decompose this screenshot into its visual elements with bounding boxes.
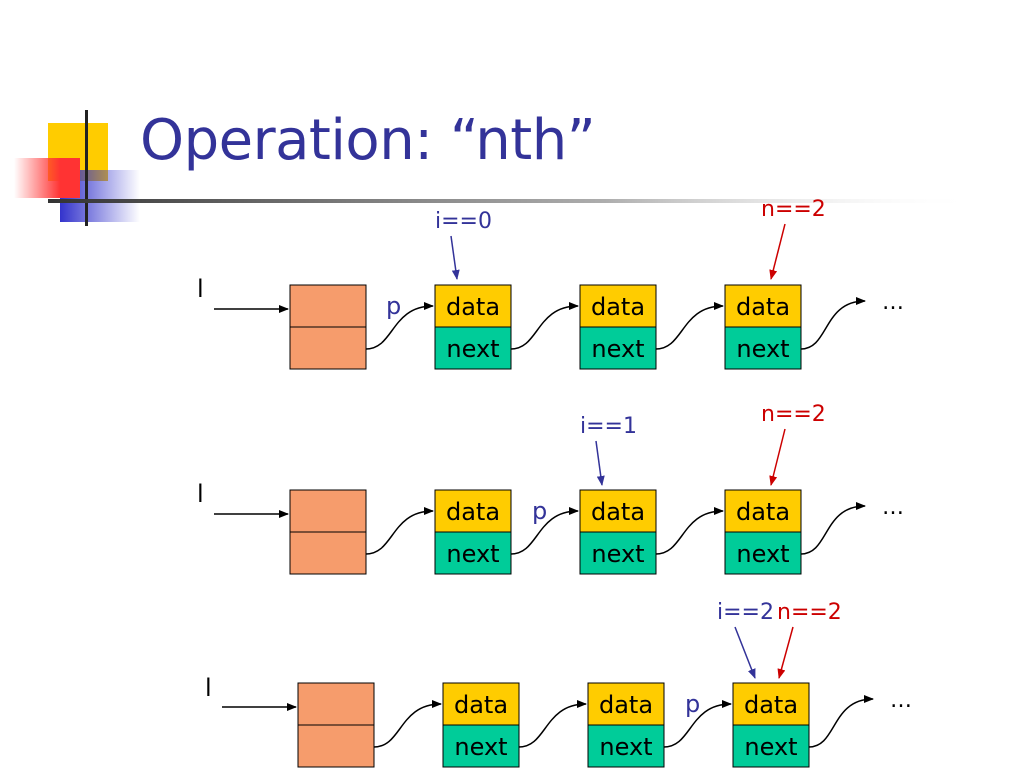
next-pointer-arrow: [510, 302, 579, 350]
header-to-node-arrow: [373, 700, 442, 748]
title-decoration: [14, 110, 978, 226]
header-cell-top: [289, 284, 367, 328]
node-data-label: data: [736, 498, 790, 526]
index-i-arrow: [734, 626, 756, 679]
node-next-cell: [579, 326, 657, 370]
pointer-p-label: p: [532, 497, 547, 525]
list-label: l: [205, 674, 212, 702]
header-cell-bottom: [289, 326, 367, 370]
node-next-cell: [587, 724, 665, 768]
node-data-label: data: [454, 691, 508, 719]
node-data-label: data: [599, 691, 653, 719]
next-pointer-arrow: [808, 695, 874, 748]
node-next-cell: [732, 724, 810, 768]
node-data-label: data: [591, 498, 645, 526]
node-next-label: next: [446, 540, 499, 568]
node-next-cell: [434, 531, 512, 575]
node-next-label: next: [744, 733, 797, 761]
pointer-p-label: p: [386, 292, 401, 320]
pointer-p-label: p: [685, 690, 700, 718]
node-next-cell: [579, 531, 657, 575]
list-label: l: [197, 480, 204, 508]
node-data-cell: [442, 682, 520, 726]
continuation-ellipsis: …: [882, 495, 904, 520]
index-i-arrow: [595, 440, 605, 486]
n-target-arrow: [769, 428, 786, 486]
header-cell-top: [297, 682, 375, 726]
header-cell-top: [289, 489, 367, 533]
index-i-label: i==1: [580, 414, 637, 439]
n-target-arrow: [769, 223, 786, 280]
n-target-label: n==2: [761, 197, 826, 222]
node-next-label: next: [446, 335, 499, 363]
deco-horizontal-line: [48, 199, 978, 203]
node-next-label: next: [454, 733, 507, 761]
next-pointer-arrow: [655, 302, 724, 350]
next-pointer-arrow: [800, 297, 866, 350]
node-data-label: data: [744, 691, 798, 719]
deco-red-square: [14, 158, 80, 198]
node-next-label: next: [591, 335, 644, 363]
node-data-label: data: [591, 293, 645, 321]
list-label: l: [197, 275, 204, 303]
n-target-label: n==2: [761, 402, 826, 427]
header-cell-bottom: [289, 531, 367, 575]
deco-vertical-line: [85, 110, 88, 226]
next-pointer-arrow: [510, 507, 579, 555]
node-next-cell: [442, 724, 520, 768]
index-i-arrow: [450, 235, 460, 280]
next-pointer-arrow: [800, 502, 866, 555]
node-data-cell: [587, 682, 665, 726]
header-cell-bottom: [297, 724, 375, 768]
node-data-cell: [434, 284, 512, 328]
next-pointer-arrow: [655, 507, 724, 555]
continuation-ellipsis: …: [890, 688, 912, 713]
node-data-cell: [732, 682, 810, 726]
slide-title: Operation: “nth”: [140, 108, 596, 173]
index-i-label: i==0: [435, 209, 492, 234]
node-next-label: next: [599, 733, 652, 761]
next-pointer-arrow: [663, 700, 732, 748]
node-next-cell: [724, 326, 802, 370]
header-to-node-arrow: [365, 507, 434, 555]
continuation-ellipsis: …: [882, 290, 904, 315]
node-data-label: data: [446, 293, 500, 321]
n-target-label: n==2: [777, 600, 842, 625]
header-to-node-arrow: [365, 302, 434, 350]
node-data-cell: [579, 489, 657, 533]
node-next-cell: [724, 531, 802, 575]
index-i-label: i==2: [717, 600, 774, 625]
node-next-label: next: [736, 335, 789, 363]
node-data-cell: [579, 284, 657, 328]
node-next-label: next: [591, 540, 644, 568]
n-target-arrow: [777, 626, 794, 679]
node-data-label: data: [736, 293, 790, 321]
node-next-cell: [434, 326, 512, 370]
node-data-cell: [724, 284, 802, 328]
next-pointer-arrow: [518, 700, 587, 748]
node-next-label: next: [736, 540, 789, 568]
node-data-label: data: [446, 498, 500, 526]
